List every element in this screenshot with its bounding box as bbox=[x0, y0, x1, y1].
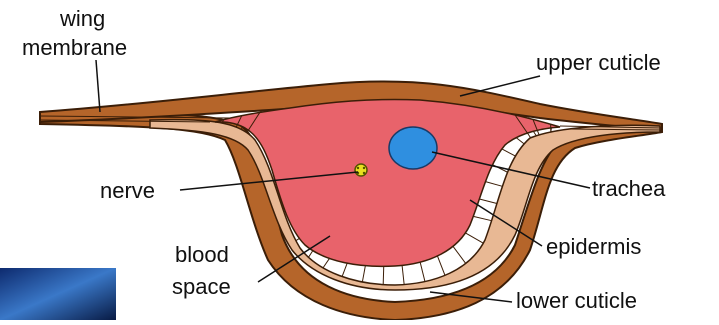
label-epidermis: epidermis bbox=[546, 234, 641, 259]
label-trachea: trachea bbox=[592, 176, 666, 201]
epidermis-cell-wall bbox=[485, 182, 502, 187]
label-upper-cuticle: upper cuticle bbox=[536, 50, 661, 75]
epidermis-cell-wall bbox=[383, 266, 384, 284]
leader-upper-cuticle bbox=[460, 76, 540, 96]
label-blood: blood bbox=[175, 242, 229, 267]
epidermis-cell-wall bbox=[323, 258, 329, 267]
epidermis-cell-wall bbox=[516, 138, 524, 144]
epidermis-cell-wall bbox=[308, 251, 312, 258]
epidermis-cell-wall bbox=[342, 263, 347, 276]
label-space: space bbox=[172, 274, 231, 299]
epidermis-cell-wall bbox=[296, 238, 299, 240]
nerve-shape bbox=[355, 164, 367, 176]
epidermis-cell-wall bbox=[533, 131, 536, 135]
epidermis-cell-wall bbox=[437, 256, 445, 275]
epidermis-cell-wall bbox=[420, 262, 425, 281]
leader-wing-membrane bbox=[96, 60, 100, 112]
epidermis-cell-wall bbox=[362, 266, 365, 282]
corner-photo-fragment bbox=[0, 268, 116, 320]
epidermis-cell-wall bbox=[465, 233, 483, 243]
trachea-shape bbox=[389, 127, 437, 169]
epidermis-cell-wall bbox=[502, 149, 516, 156]
label-wing: wing bbox=[59, 6, 105, 31]
epidermis-cell-wall bbox=[453, 246, 466, 263]
epidermis-cell-wall bbox=[479, 199, 497, 203]
epidermis-cell-wall bbox=[473, 216, 491, 220]
epidermis-cell-wall bbox=[402, 265, 404, 284]
label-lower-cuticle: lower cuticle bbox=[516, 288, 637, 313]
label-nerve: nerve bbox=[100, 178, 155, 203]
label-membrane: membrane bbox=[22, 35, 127, 60]
